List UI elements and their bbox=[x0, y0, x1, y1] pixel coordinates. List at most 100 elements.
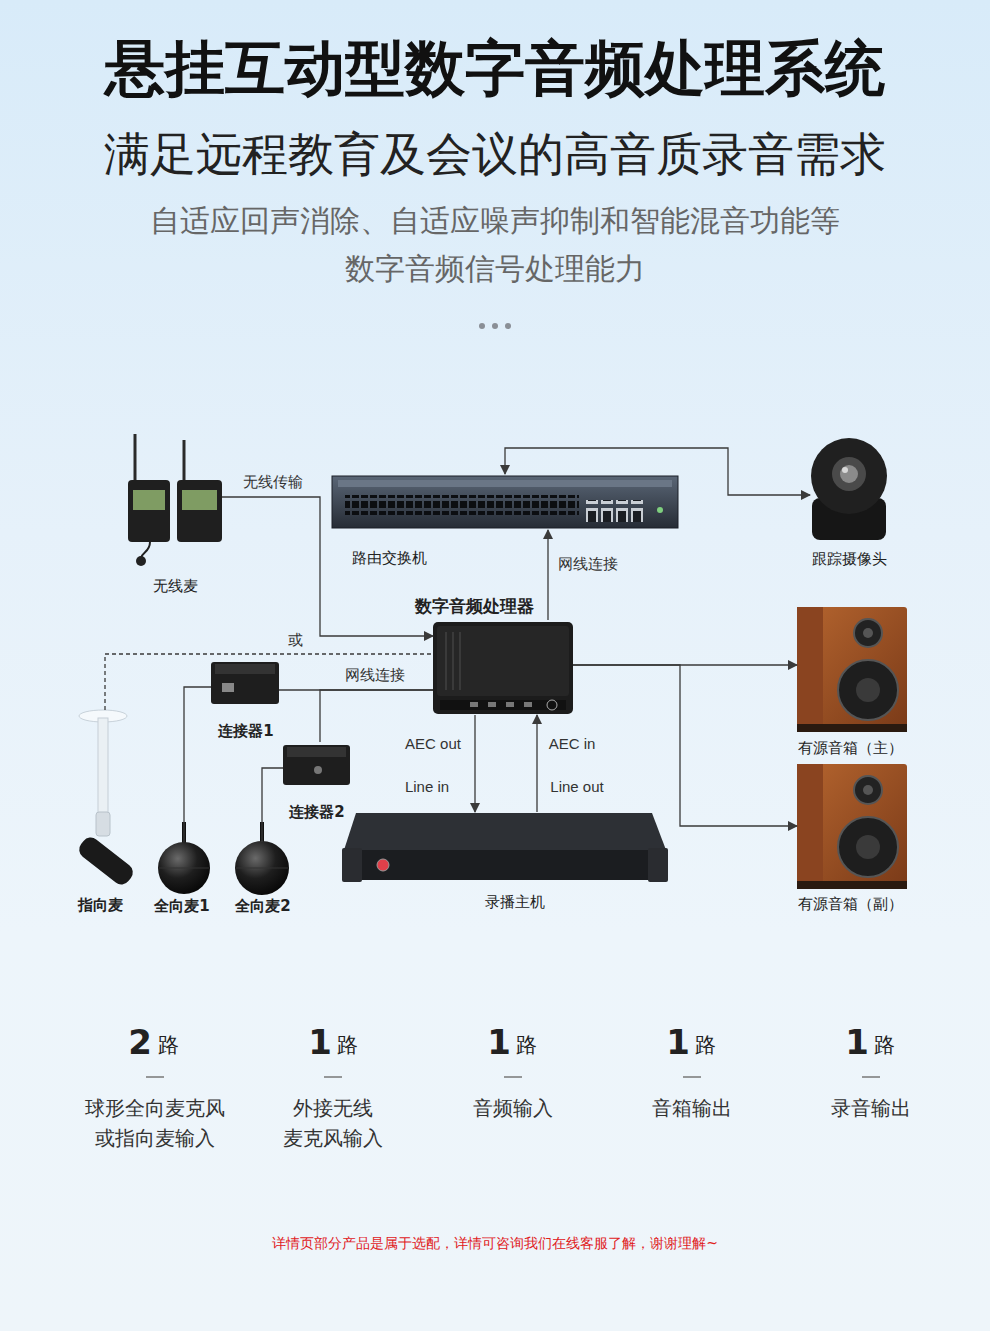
stat-unit: 路 bbox=[874, 1033, 895, 1058]
speaker-art bbox=[863, 785, 873, 795]
connector bbox=[320, 690, 433, 742]
switch-art bbox=[332, 476, 678, 528]
device-node: 录播主机 bbox=[342, 812, 668, 882]
subtitle: 满足远程教育及会议的高音质录音需求 bbox=[104, 127, 886, 182]
stat-text: 外接无线 麦克风输入 bbox=[281, 1093, 385, 1153]
camera-art bbox=[832, 457, 866, 491]
recorder-art bbox=[648, 848, 668, 882]
omni-mic-art bbox=[236, 868, 288, 869]
speaker-art bbox=[856, 835, 880, 859]
device-node: 有源音箱（副） bbox=[797, 762, 907, 890]
stat-unit: 路 bbox=[516, 1033, 537, 1058]
speaker-art bbox=[854, 619, 882, 647]
wireless-mic-art bbox=[136, 556, 146, 566]
stat-dash bbox=[504, 1076, 522, 1078]
processor-art bbox=[470, 702, 478, 707]
device-label: 连接器1 bbox=[218, 722, 273, 740]
wireless-mic-art bbox=[177, 480, 222, 542]
device-node: 无线麦 bbox=[125, 432, 222, 568]
processor-art bbox=[440, 700, 566, 710]
ceiling-mic-art bbox=[76, 834, 137, 888]
dots-ornament bbox=[505, 323, 511, 329]
device-label: 无线麦 bbox=[153, 577, 198, 595]
processor-art bbox=[506, 702, 514, 707]
wireless-mic-art bbox=[182, 490, 217, 510]
wireless-mic-art bbox=[183, 440, 186, 482]
connector bbox=[105, 654, 433, 710]
connector-box-art bbox=[215, 664, 275, 674]
connector-box-art bbox=[211, 662, 279, 704]
switch-art bbox=[585, 500, 645, 522]
device-node: 跟踪摄像头 bbox=[810, 437, 885, 540]
stat-unit: 路 bbox=[158, 1033, 179, 1058]
ceiling-mic-art bbox=[96, 812, 110, 836]
recorder-art bbox=[377, 859, 389, 871]
device-label: 跟踪摄像头 bbox=[812, 550, 887, 568]
speaker-art bbox=[797, 724, 907, 732]
stat-unit: 路 bbox=[337, 1033, 358, 1058]
connector-box-art bbox=[211, 662, 350, 785]
dots-ornament bbox=[492, 323, 498, 329]
device-node: 全向麦2 bbox=[235, 842, 289, 894]
connector-box-art bbox=[314, 766, 322, 774]
wireless-mic-art bbox=[128, 434, 222, 566]
edge-label: 网线连接 bbox=[558, 555, 618, 573]
stat-number: 1 bbox=[308, 1022, 332, 1063]
edge-label: AEC out bbox=[405, 735, 461, 753]
connector-box-art bbox=[222, 683, 234, 692]
speaker-art bbox=[797, 881, 907, 889]
switch-art bbox=[657, 507, 663, 513]
device-label: 有源音箱（副） bbox=[798, 895, 903, 913]
stat-dash bbox=[683, 1076, 701, 1078]
stat-number: 1 bbox=[845, 1022, 869, 1063]
ceiling-mic-art bbox=[98, 718, 108, 814]
speaker-art bbox=[797, 764, 823, 888]
camera-art bbox=[840, 465, 858, 483]
wireless-mic-art bbox=[141, 542, 150, 558]
edge-label: AEC in bbox=[549, 735, 596, 753]
page-title: 悬挂互动型数字音频处理系统 bbox=[105, 32, 885, 104]
speaker-art bbox=[838, 817, 898, 877]
processor-art bbox=[445, 632, 447, 690]
stat-number: 1 bbox=[487, 1022, 511, 1063]
recorder-art bbox=[344, 813, 666, 850]
device-node: 指向麦 bbox=[75, 710, 135, 888]
connector-box-art bbox=[287, 747, 346, 757]
wireless-mic-art bbox=[128, 480, 170, 542]
device-node: 数字音频处理器 bbox=[433, 620, 573, 715]
connector bbox=[536, 715, 537, 812]
device-node: 连接器1 bbox=[211, 659, 279, 705]
stat-number: 1 bbox=[666, 1022, 690, 1063]
ceiling-mic-art bbox=[76, 710, 137, 888]
device-label: 录播主机 bbox=[485, 893, 545, 911]
stat-text: 音箱输出 bbox=[652, 1096, 732, 1120]
speaker-art bbox=[856, 678, 880, 702]
stat-text: 录音输出 bbox=[831, 1096, 911, 1120]
stat-number: 2 bbox=[128, 1022, 152, 1063]
device-label: 连接器2 bbox=[289, 803, 344, 821]
connector bbox=[262, 768, 283, 842]
speaker-art bbox=[863, 628, 873, 638]
device-node: 路由交换机 bbox=[332, 474, 678, 530]
wireless-mic-art bbox=[133, 490, 165, 510]
intro-text: 自适应回声消除、自适应噪声抑制和智能混音功能等 数字音频信号处理能力 bbox=[145, 197, 845, 293]
speaker-art bbox=[797, 607, 823, 731]
processor-art bbox=[437, 626, 569, 696]
stat-dash bbox=[862, 1076, 880, 1078]
processor-art bbox=[459, 632, 461, 690]
speaker-art bbox=[797, 764, 907, 888]
camera-art bbox=[842, 467, 848, 473]
camera-art bbox=[811, 438, 887, 514]
stat-dash bbox=[146, 1076, 164, 1078]
speaker-art bbox=[797, 607, 907, 889]
device-node: 连接器2 bbox=[283, 742, 350, 785]
connector bbox=[184, 687, 211, 842]
device-node: 有源音箱（主） bbox=[797, 605, 907, 733]
recorder-art bbox=[344, 850, 666, 880]
connector bbox=[474, 715, 475, 812]
device-label: 全向麦1 bbox=[154, 897, 209, 915]
omni-mic-art bbox=[235, 841, 289, 895]
wireless-mic-art bbox=[134, 434, 137, 482]
processor-art bbox=[488, 702, 496, 707]
connector bbox=[547, 530, 548, 620]
